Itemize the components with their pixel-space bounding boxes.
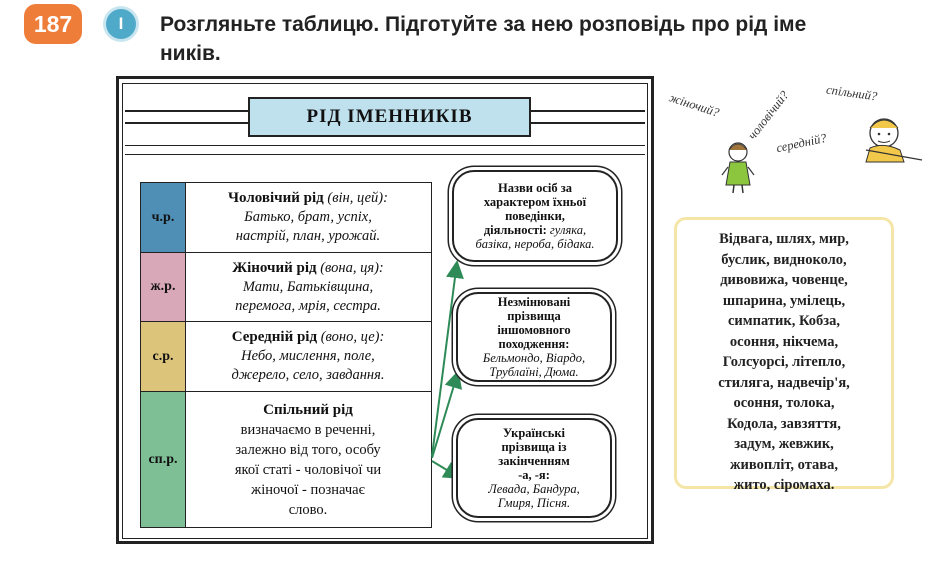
row-abbr: с.р. [141, 322, 186, 391]
cloud-example-2: Гмиря, Пісня. [497, 496, 571, 510]
exercise-number-badge: 187 [24, 4, 82, 44]
row-abbr: ч.р. [141, 183, 186, 252]
word-line: осоння, нікчема, [729, 333, 839, 350]
level-badge: I [106, 9, 136, 39]
cloud-head-1: Незмінювані [497, 295, 571, 309]
girl-figure [721, 142, 755, 194]
cloud-head-4: -а, -я: [518, 468, 550, 482]
word-line: стиляга, надвечір'я, [718, 374, 850, 391]
desc-line-4: жіночої - позначає [251, 481, 365, 498]
cloud-example-1: Бельмондо, Віардо, [482, 351, 586, 365]
word-line: Кодола, завзяття, [727, 415, 841, 432]
gender-pronouns: (вона, ця): [316, 259, 384, 276]
word-line: Відвага, шлях, мир, [719, 231, 849, 247]
cloud-example-inline: гуляка, [546, 223, 587, 237]
row-common: сп.р. Спільний рід визначаємо в реченні,… [140, 391, 432, 528]
task-text: Розгляньте таблицю. Підготуйте за нею ро… [160, 10, 806, 68]
title-line-right-2 [531, 122, 645, 124]
row-text: Середній рід (воно, це): Небо, мислення,… [187, 322, 429, 391]
cloud-occupation-names: Назви осіб за характером їхньої поведінк… [452, 170, 618, 262]
desc-line-5: слово. [288, 501, 328, 518]
cloud-head-3: закінченням [498, 454, 570, 468]
word-line: дивовижа, човенце, [720, 272, 848, 288]
cloud-head-2: прізвища із [501, 440, 567, 454]
gender-name: Жіночий рід [232, 259, 317, 276]
cloud-head-3: поведінки, [505, 209, 565, 223]
boy-figure [865, 118, 923, 163]
gender-name: Чоловічий рід [228, 190, 324, 206]
example-line-2: джерело, село, завдання. [231, 367, 385, 383]
example-line-2: перемога, мрія, сестра. [235, 297, 381, 314]
word-list-box: Відвага, шлях, мир, буслик, видноколо, д… [674, 217, 894, 493]
word-line: симпатик, Кобза, [728, 313, 840, 329]
row-neuter: с.р. Середній рід (воно, це): Небо, мисл… [140, 321, 432, 392]
word-line: шпарина, умілець, [722, 292, 846, 309]
title-line-left-2 [125, 122, 248, 124]
cloud-head-1: Назви осіб за [498, 181, 572, 195]
row-text: Жіночий рід (вона, ця): Мати, Батьківщин… [187, 253, 429, 321]
arrow-to-cloud-1 [431, 260, 464, 457]
cloud-ukrainian-surnames: Українські прізвища із закінченням -а, -… [456, 418, 612, 518]
row-text: Спільний рід визначаємо в реченні, залеж… [187, 392, 429, 527]
cloud-head-1: Українські [502, 426, 566, 440]
task-line-2: ників. [160, 42, 221, 65]
desc-line-3: якої статі - чоловічої чи [234, 461, 382, 478]
row-abbr: ж.р. [141, 253, 186, 321]
word-line: жито, сіромаха. [733, 477, 835, 493]
gender-name: Середній рід [231, 329, 318, 345]
example-line-1: Батько, брат, успіх, [244, 209, 372, 225]
row-text: Чоловічий рід (він, цей): Батько, брат, … [187, 183, 429, 252]
title-line-right [531, 110, 645, 112]
example-line-2: настрій, план, урожай. [235, 228, 381, 244]
gender-pronouns: (він, цей): [323, 190, 388, 206]
row-abbr: сп.р. [141, 392, 186, 527]
cloud-example-2: Трублаїні, Дюма. [489, 365, 579, 379]
word-line: живопліт, отава, [730, 456, 838, 473]
title-line-left [125, 110, 248, 112]
cloud-foreign-surnames: Незмінювані прізвища іншомовного походже… [456, 292, 612, 382]
cloud-example-1: Левада, Бандура, [488, 482, 580, 496]
word-line: осоння, толока, [733, 395, 835, 411]
row-feminine: ж.р. Жіночий рід (вона, ця): Мати, Батьк… [140, 252, 432, 322]
cloud-head-2: характером їхньої [483, 195, 587, 209]
arrow-to-cloud-2 [431, 370, 462, 459]
cloud-head-2: прізвища [507, 309, 561, 323]
word-line: Голсуорсі, літепло, [722, 354, 846, 370]
example-line-1: Мати, Батьківщина, [242, 278, 374, 295]
table-band [125, 145, 645, 155]
arrow-to-cloud-3 [431, 460, 462, 480]
example-line-1: Небо, мислення, поле, [241, 348, 375, 364]
word-line: задум, жевжик, [734, 436, 834, 452]
table-title: РІД ІМЕННИКІВ [248, 97, 531, 137]
task-line-1: Розгляньте таблицю. Підготуйте за нею ро… [160, 13, 807, 36]
desc-line-1: визначаємо в реченні, [240, 421, 376, 438]
cloud-head-3: іншомовного [497, 323, 571, 337]
desc-line-2: залежно від того, особу [235, 441, 381, 458]
cloud-head-4: діяльності: [483, 223, 547, 237]
cloud-example-1: базіка, нероба, бідака. [475, 237, 595, 251]
row-masculine: ч.р. Чоловічий рід (він, цей): Батько, б… [140, 182, 432, 253]
word-line: буслик, видноколо, [721, 251, 847, 268]
table-frame-inner [122, 83, 648, 539]
gender-name: Спільний рід [263, 401, 353, 418]
cloud-head-4: походження: [498, 337, 570, 351]
gender-pronouns: (воно, це): [317, 329, 385, 345]
